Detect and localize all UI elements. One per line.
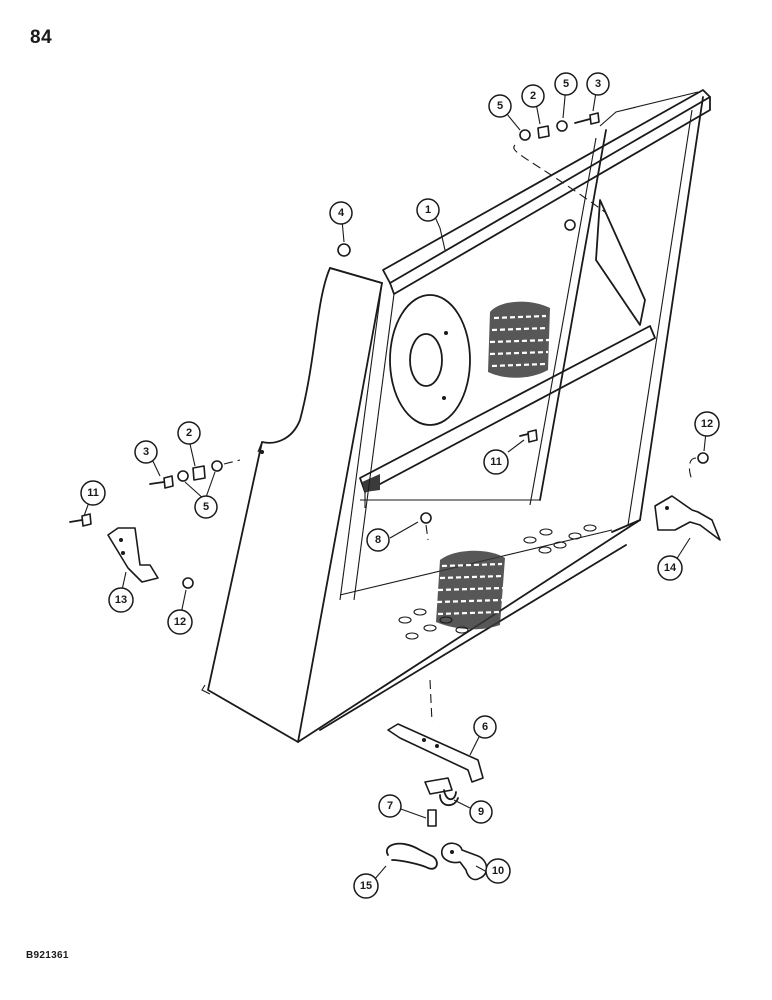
left-hardware [149, 459, 241, 489]
callout-9: 9 [469, 800, 493, 824]
svg-text:2: 2 [186, 427, 192, 439]
svg-text:4: 4 [338, 207, 345, 219]
bracket-6 [387, 723, 484, 783]
callout-12-left: 12 [167, 609, 193, 635]
svg-text:3: 3 [595, 78, 601, 90]
bolt-11-left [69, 519, 83, 523]
callout-10: 10 [485, 858, 511, 884]
svg-text:11: 11 [490, 456, 502, 468]
bolt-11-center [527, 429, 538, 443]
lower-vent-grille [436, 550, 505, 630]
callout-13: 13 [108, 587, 134, 613]
callout-15: 15 [353, 873, 379, 899]
svg-text:6: 6 [482, 721, 488, 733]
page-number: 84 [30, 27, 53, 48]
callout-5-top-right: 5 [554, 72, 578, 96]
svg-text:14: 14 [664, 562, 677, 574]
callout-6: 6 [473, 715, 497, 739]
bracket-14 [654, 495, 721, 541]
top-right-hardware [513, 112, 606, 213]
bolt-7 [427, 809, 437, 827]
knob-10 [441, 842, 488, 881]
svg-text:10: 10 [492, 865, 504, 877]
svg-text:5: 5 [497, 100, 503, 112]
svg-text:8: 8 [375, 534, 381, 546]
callout-12-right: 12 [694, 411, 720, 437]
callout-4: 4 [329, 201, 353, 225]
svg-text:12: 12 [174, 616, 186, 628]
svg-text:13: 13 [115, 594, 127, 606]
callout-3-left: 3 [134, 440, 158, 464]
svg-text:2: 2 [530, 90, 536, 102]
nut-12-right [697, 452, 709, 464]
callout-2-left: 2 [177, 421, 201, 445]
upper-vent-grille [488, 301, 550, 378]
callout-5-left: 5 [194, 495, 218, 519]
callout-3-top: 3 [586, 72, 610, 96]
frame-assembly [201, 89, 711, 743]
nut-8 [420, 512, 432, 524]
svg-text:15: 15 [360, 880, 372, 892]
svg-text:5: 5 [563, 78, 569, 90]
leader-lines [83, 85, 707, 881]
spring-pin-15 [385, 842, 438, 870]
callout-5-top-left: 5 [488, 94, 512, 118]
figure-code: B921361 [26, 950, 69, 961]
floor-holes [398, 524, 597, 640]
svg-text:12: 12 [701, 418, 713, 430]
svg-text:9: 9 [478, 806, 484, 818]
bracket-13 [107, 527, 159, 583]
callout-11-center: 11 [483, 449, 509, 475]
svg-text:5: 5 [203, 501, 209, 513]
svg-text:3: 3 [143, 446, 149, 458]
nut-4 [337, 243, 351, 257]
svg-text:1: 1 [425, 204, 431, 216]
nut-12-left [182, 577, 194, 589]
callout-1: 1 [416, 198, 440, 222]
svg-text:11: 11 [87, 487, 99, 499]
callout-2-top: 2 [521, 84, 545, 108]
callout-14: 14 [657, 555, 683, 581]
callout-7: 7 [378, 794, 402, 818]
svg-text:7: 7 [387, 800, 393, 812]
callout-11-left: 11 [80, 480, 106, 506]
callout-8: 8 [366, 528, 390, 552]
latch-9 [424, 777, 459, 807]
